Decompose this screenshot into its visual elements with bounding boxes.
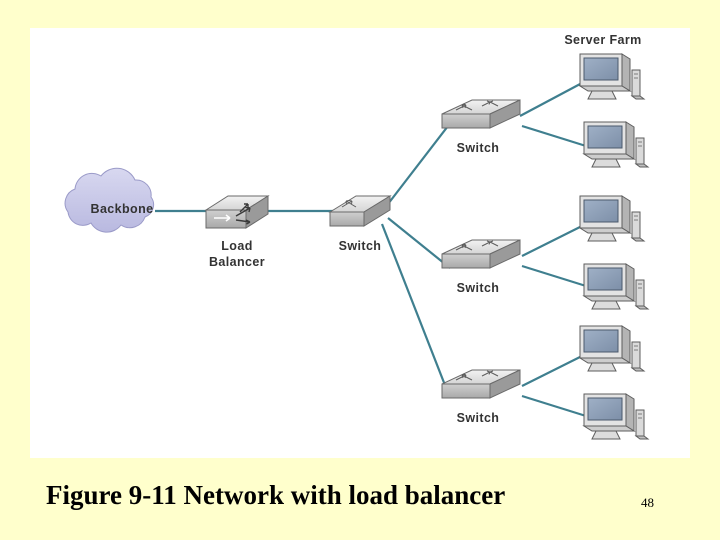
node-server-1[interactable] [579,53,645,100]
network-links [155,82,587,418]
node-switch-bottom[interactable]: Switch [441,369,521,425]
switch-middle-label: Switch [457,281,500,295]
load-balancer-label-line2: Balancer [209,255,265,269]
node-server-6[interactable] [583,393,649,440]
link-switchbottom-server6 [521,394,587,418]
node-server-4[interactable] [583,263,649,310]
link-switchtop-server1 [519,82,583,117]
network-diagram: Backbone Load B [64,33,649,440]
node-server-3[interactable] [579,195,645,242]
link-switchtop-server2 [521,124,587,148]
switch-main-label: Switch [339,239,382,253]
link-switchbottom-server5 [521,355,583,387]
node-server-5[interactable] [579,325,645,372]
link-switch-switchbottom [380,223,452,399]
link-switchmiddle-server3 [521,225,583,257]
server-farm-label: Server Farm [564,33,641,47]
link-switchmiddle-server4 [521,264,587,288]
load-balancer-label-line1: Load [221,239,252,253]
switch-bottom-label: Switch [457,411,500,425]
switch-top-label: Switch [457,141,500,155]
node-switch-top[interactable]: Switch [441,99,521,155]
node-backbone[interactable]: Backbone [64,167,155,233]
node-switch-main[interactable]: Switch [328,195,392,253]
node-switch-middle[interactable]: Switch [441,239,521,295]
diagram-canvas: Backbone Load B [30,28,690,458]
node-server-2[interactable] [583,121,649,168]
figure-caption: Figure 9-11 Network with load balancer [46,480,506,510]
page-number: 48 [641,495,654,510]
node-load-balancer[interactable]: Load Balancer [204,195,270,269]
backbone-label: Backbone [91,202,154,216]
link-switch-switchtop [387,125,449,205]
link-switch-switchmiddle [387,217,451,269]
